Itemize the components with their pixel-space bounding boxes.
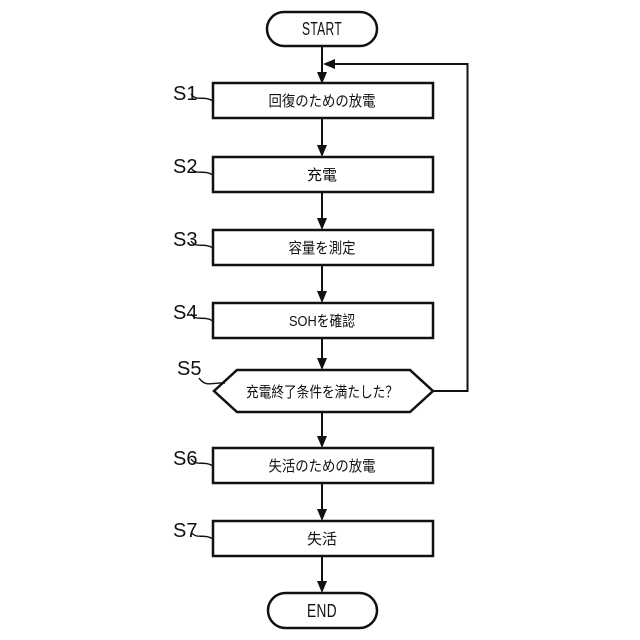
step-s5-label: S5	[177, 358, 201, 380]
step-s7-text: 失活	[307, 531, 337, 548]
step-s4: SOHを確認 S4	[173, 301, 435, 340]
step-s1-text: 回復のための放電	[269, 93, 376, 110]
arrow-s5-to-s6	[317, 412, 327, 448]
step-s4-label-connector	[190, 313, 214, 322]
step-s3-label-connector	[190, 240, 214, 249]
end-terminal-label: END	[307, 601, 337, 621]
step-s6-label-connector	[190, 458, 214, 467]
step-s6-label: S6	[173, 448, 197, 470]
step-s1: 回復のための放電 S1	[173, 81, 435, 120]
end-terminal-shape	[266, 591, 379, 630]
arrowhead-down-icon	[317, 145, 327, 157]
step-s6-text: 失活のための放電	[269, 458, 376, 475]
arrowhead-down-icon	[317, 72, 327, 84]
step-s4-text: SOHを確認	[289, 313, 355, 330]
step-s6-box	[211, 446, 435, 485]
arrowhead-down-icon	[317, 291, 327, 303]
arrowhead-down-icon	[317, 218, 327, 230]
arrow-s7-to-end	[317, 556, 327, 593]
arrowhead-down-icon	[317, 436, 327, 448]
step-s3: 容量を測定 S3	[173, 228, 435, 267]
step-s3-label: S3	[173, 229, 197, 251]
loop-back-edge	[323, 59, 469, 392]
arrow-s1-to-s2	[317, 118, 327, 157]
step-s2-label-connector	[190, 167, 214, 176]
step-s7-label-connector	[190, 531, 214, 540]
arrow-s4-to-s5	[317, 338, 327, 370]
step-s6: 失活のための放電 S6	[173, 446, 435, 485]
end-terminal: END	[266, 591, 379, 630]
arrowhead-left-icon	[323, 59, 335, 69]
step-s3-text: 容量を測定	[289, 240, 356, 257]
arrowhead-down-icon	[317, 358, 327, 370]
step-s7: 失活 S7	[173, 519, 435, 558]
arrow-s6-to-s7	[317, 483, 327, 521]
step-s1-label-connector	[190, 93, 214, 102]
step-s2: 充電 S2	[173, 155, 435, 194]
step-s2-text: 充電	[307, 167, 337, 184]
start-terminal-label: START	[302, 19, 342, 39]
arrowhead-down-icon	[317, 581, 327, 593]
step-s5: 充電終了条件を満たした？ S5	[177, 358, 435, 414]
step-s7-label: S7	[173, 520, 197, 542]
step-s2-label: S2	[173, 156, 197, 178]
step-s4-label: S4	[173, 302, 197, 324]
step-s1-label: S1	[173, 83, 197, 105]
step-s5-label-connector	[198, 377, 226, 385]
loop-line	[334, 63, 469, 392]
arrow-start-to-s1	[317, 46, 327, 84]
arrowhead-down-icon	[317, 509, 327, 521]
step-s5-text: 充電終了条件を満たした？	[246, 384, 398, 401]
arrow-s3-to-s4	[317, 265, 327, 303]
step-s5-decision-shape	[212, 368, 435, 414]
arrow-s2-to-s3	[317, 192, 327, 230]
start-terminal: START	[265, 10, 379, 48]
